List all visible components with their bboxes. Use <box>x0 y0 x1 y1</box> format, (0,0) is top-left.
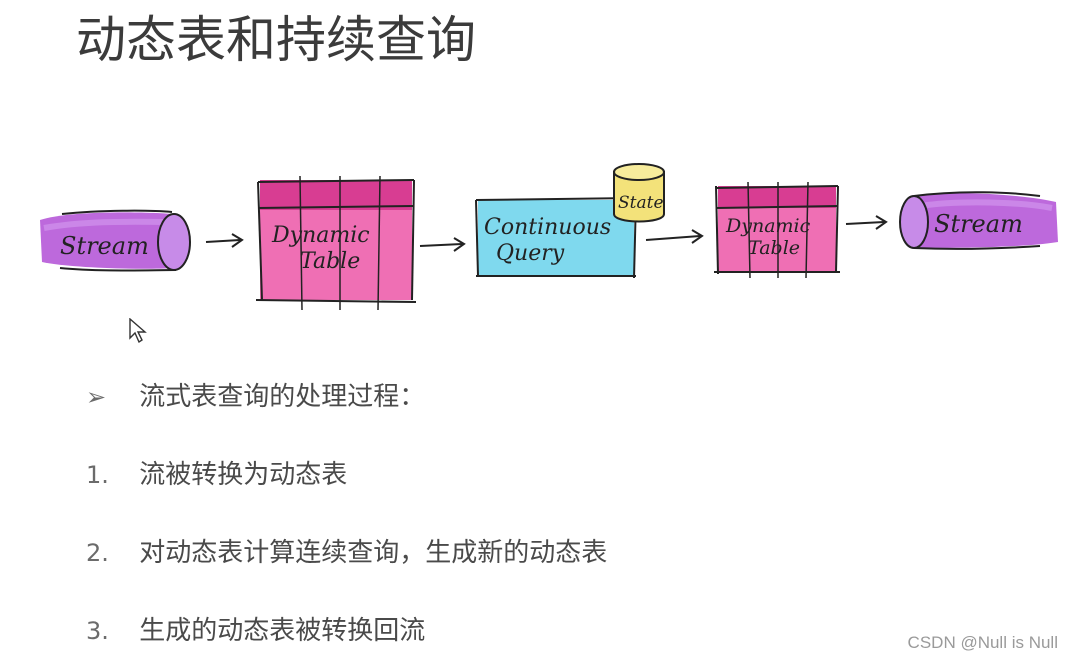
dynamic-table-2-line2: Table <box>748 237 800 259</box>
arrow-1 <box>205 233 244 248</box>
list-item-number: 3. <box>86 617 109 645</box>
stream-input: Stream <box>40 209 191 272</box>
list-item-number: 1. <box>86 461 109 489</box>
arrow-2 <box>419 237 466 252</box>
flow-diagram: Stream Dynamic Table Continuous Query <box>40 163 1058 311</box>
list-item-text: 流被转换为动态表 <box>139 460 348 490</box>
list-item-number: 2. <box>86 539 109 567</box>
arrow-4 <box>845 215 888 230</box>
list-item-text: 生成的动态表被转换回流 <box>139 616 426 646</box>
arrow-3 <box>645 229 704 244</box>
query-line1: Continuous <box>484 215 611 240</box>
dynamic-table-1: Dynamic Table <box>255 175 417 311</box>
dynamic-table-2-line1: Dynamic <box>725 215 811 237</box>
dynamic-table-1-line1: Dynamic <box>271 223 370 248</box>
list-item: 3. 生成的动态表被转换回流 <box>86 611 425 651</box>
dynamic-table-1-line2: Table <box>300 249 360 274</box>
list-item: 2. 对动态表计算连续查询，生成新的动态表 <box>86 533 607 573</box>
list-item-text: 对动态表计算连续查询，生成新的动态表 <box>139 538 608 568</box>
stream-output: Stream <box>899 191 1058 250</box>
list-heading: ➢ 流式表查询的处理过程： <box>86 377 425 417</box>
state-label: State <box>618 193 664 213</box>
state-store: State <box>613 163 665 223</box>
page-title: 动态表和持续查询 <box>76 11 476 69</box>
dynamic-table-2: Dynamic Table <box>714 181 840 279</box>
query-line2: Query <box>496 241 565 266</box>
mouse-pointer-icon <box>129 318 147 344</box>
continuous-query: Continuous Query <box>475 197 637 279</box>
stream-output-label: Stream <box>934 210 1023 238</box>
list-heading-text: 流式表查询的处理过程： <box>139 382 426 412</box>
stream-input-label: Stream <box>60 232 149 260</box>
arrow-bullet-icon: ➢ <box>86 383 107 411</box>
list-item: 1. 流被转换为动态表 <box>86 455 347 495</box>
watermark: CSDN @Null is Null <box>907 633 1058 652</box>
